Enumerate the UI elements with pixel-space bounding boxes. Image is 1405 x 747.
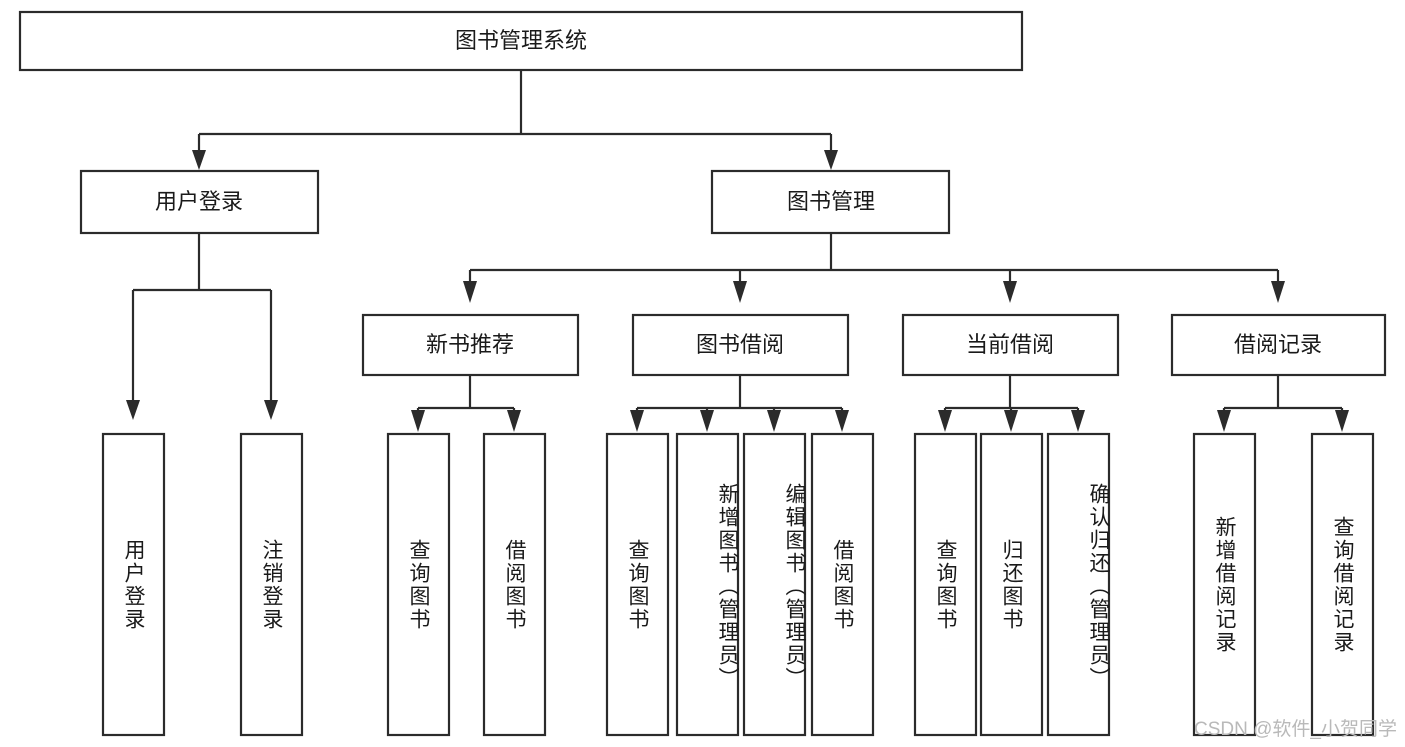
node-label-leaf-edit-book: 编辑图书（管理员） [783,483,806,690]
csdn-watermark: CSDN @软件_小贺同学 [1194,719,1397,740]
node-label-leaf-query-book-1: 查询图书 [407,538,430,631]
node-box-user-login[interactable] [79,169,320,235]
node-box-leaf-query-book-3[interactable] [913,432,978,737]
connector-bookborrow-to-leaves [630,376,849,432]
node-box-leaf-user-login[interactable] [101,432,166,737]
node-label-borrow-record: 借阅记录 [1234,332,1322,357]
node-label-leaf-borrow-book-2: 借阅图书 [831,538,854,631]
connector-currentborrow-to-leaves [938,376,1085,432]
connector-borrowrecord-to-leaves [1217,376,1349,432]
node-label-root: 图书管理系统 [455,28,587,53]
node-label-user-login: 用户登录 [155,189,243,214]
node-box-leaf-edit-book[interactable] [742,432,807,737]
node-label-leaf-user-logout: 注销登录 [260,538,283,631]
node-box-book-borrow[interactable] [631,313,850,377]
connector-newbook-to-leaves [411,376,521,432]
node-box-current-borrow[interactable] [901,313,1120,377]
node-label-leaf-borrow-book-1: 借阅图书 [503,538,526,631]
node-label-leaf-confirm-return: 确认归还（管理员） [1087,483,1110,690]
node-box-borrow-record[interactable] [1170,313,1387,377]
node-box-leaf-confirm-return[interactable] [1046,432,1111,737]
node-box-leaf-add-book[interactable] [675,432,740,737]
node-box-leaf-return-book[interactable] [979,432,1044,737]
connector-root-to-level2 [192,70,838,170]
node-label-leaf-user-login: 用户登录 [122,538,145,631]
node-box-leaf-query-book-1[interactable] [386,432,451,737]
node-box-leaf-query-book-2[interactable] [605,432,670,737]
connector-bookmanage-to-level3 [463,233,1285,303]
node-label-new-book-rec: 新书推荐 [426,332,514,357]
node-box-new-book-rec[interactable] [361,313,580,377]
node-box-leaf-add-record[interactable] [1192,432,1257,737]
node-label-book-borrow: 图书借阅 [696,332,784,357]
node-label-current-borrow: 当前借阅 [966,332,1054,357]
node-box-root[interactable] [18,10,1024,72]
node-label-leaf-query-record: 查询借阅记录 [1331,515,1354,654]
node-box-book-manage[interactable] [710,169,951,235]
node-label-leaf-return-book: 归还图书 [1000,538,1023,631]
node-label-leaf-query-book-3: 查询图书 [934,538,957,631]
node-box-leaf-query-record[interactable] [1310,432,1375,737]
node-label-leaf-add-record: 新增借阅记录 [1213,515,1236,654]
node-label-leaf-add-book: 新增图书（管理员） [716,483,739,690]
node-label-leaf-query-book-2: 查询图书 [626,538,649,631]
node-box-leaf-user-logout[interactable] [239,432,304,737]
node-label-book-manage: 图书管理 [787,189,875,214]
node-box-leaf-borrow-book-2[interactable] [810,432,875,737]
connector-userlogin-to-leaves [126,233,278,420]
node-box-leaf-borrow-book-1[interactable] [482,432,547,737]
